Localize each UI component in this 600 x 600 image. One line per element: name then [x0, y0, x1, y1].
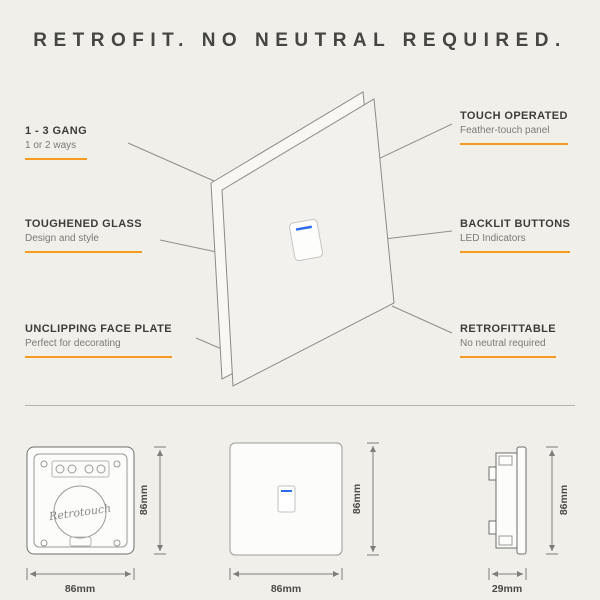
feature-unclipping-face-plate-sub: Perfect for decorating: [25, 338, 121, 349]
screw-icon: [40, 460, 48, 468]
side-face-plate: [516, 446, 527, 555]
feature-gang-heading: 1 - 3 GANG: [25, 125, 88, 137]
feature-retrofittable: RETROFITTABLE No neutral required: [460, 323, 557, 358]
back-view-drawing: Retrotouch: [26, 446, 135, 555]
terminal-screw-icon: [84, 464, 94, 474]
front-view-height-label: 86mm: [351, 484, 363, 514]
screw-icon: [113, 539, 121, 547]
side-lug-top: [488, 466, 497, 481]
leader-backlit-buttons: [375, 230, 453, 241]
terminal-block: [51, 460, 110, 478]
feature-retrofittable-heading: RETROFITTABLE: [460, 323, 557, 335]
screw-icon: [113, 460, 121, 468]
side-view-height-label: 86mm: [558, 485, 570, 515]
feature-toughened-glass: TOUGHENED GLASS Design and style: [25, 218, 143, 253]
dimension-labels: 86mm 86mm 86mm 86mm 86mm 29mm: [65, 484, 570, 595]
feature-backlit-buttons: BACKLIT BUTTONS LED Indicators: [460, 218, 571, 253]
dimension-lines: [26, 442, 558, 580]
side-detail-bottom: [498, 535, 513, 546]
front-view-drawing: [229, 442, 343, 556]
touch-button: [289, 218, 323, 262]
switch-illustration: [210, 91, 395, 387]
side-lug-bottom: [488, 520, 497, 535]
page-title: RETROFIT. NO NEUTRAL REQUIRED.: [33, 30, 567, 51]
feature-gang: 1 - 3 GANG 1 or 2 ways: [25, 125, 88, 160]
side-view-drawing: [488, 446, 527, 555]
feature-retrofittable-sub: No neutral required: [460, 338, 546, 349]
back-view-outline: [26, 446, 135, 555]
leader-retrofittable: [391, 305, 453, 334]
terminal-screw-icon: [67, 464, 77, 474]
side-body: [495, 452, 518, 549]
back-view-height-label: 86mm: [138, 485, 150, 515]
front-view-button: [277, 485, 296, 513]
terminal-screw-icon: [55, 464, 65, 474]
section-divider: [25, 405, 575, 406]
feature-gang-sub: 1 or 2 ways: [25, 140, 77, 151]
terminal-screw-icon: [96, 464, 106, 474]
feature-backlit-buttons-heading: BACKLIT BUTTONS: [460, 218, 571, 230]
back-view-width-label: 86mm: [65, 583, 95, 595]
side-detail-top: [498, 455, 513, 466]
feature-unclipping-face-plate: UNCLIPPING FACE PLATE Perfect for decora…: [25, 323, 172, 358]
feature-toughened-glass-heading: TOUGHENED GLASS: [25, 218, 143, 230]
feature-touch-operated-sub: Feather-touch panel: [460, 125, 550, 136]
feature-toughened-glass-sub: Design and style: [25, 233, 99, 244]
feature-touch-operated: TOUCH OPERATED Feather-touch panel: [460, 110, 568, 145]
front-view-width-label: 86mm: [271, 583, 301, 595]
touch-button-body: [289, 218, 323, 262]
feature-backlit-buttons-sub: LED Indicators: [460, 233, 526, 244]
feature-unclipping-face-plate-heading: UNCLIPPING FACE PLATE: [25, 323, 172, 335]
screw-icon: [40, 539, 48, 547]
bottom-clip: [69, 536, 92, 547]
led-indicator: [295, 225, 313, 231]
side-view-width-label: 29mm: [492, 583, 522, 595]
back-view-inner-plate: [33, 453, 128, 548]
dial-circle: [53, 485, 107, 539]
leader-touch-operated: [371, 123, 453, 163]
feature-touch-operated-heading: TOUCH OPERATED: [460, 110, 568, 122]
